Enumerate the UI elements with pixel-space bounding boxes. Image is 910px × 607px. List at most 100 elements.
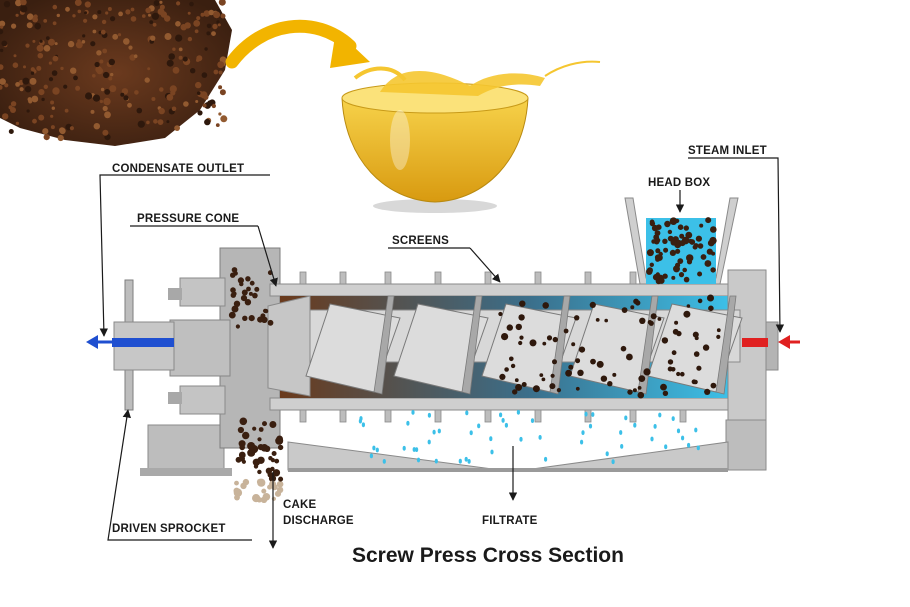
screen-stud <box>434 271 442 285</box>
seed <box>711 251 716 256</box>
seed <box>203 94 209 100</box>
seed <box>677 224 684 230</box>
seed <box>29 77 37 85</box>
seed <box>123 38 130 45</box>
seed <box>204 118 211 126</box>
seed <box>246 286 251 292</box>
seed <box>81 40 86 44</box>
seed <box>151 97 156 101</box>
seed <box>109 85 117 93</box>
seed <box>196 58 200 62</box>
drop <box>415 447 419 452</box>
seed <box>172 47 176 51</box>
seed <box>655 237 661 243</box>
drop <box>658 412 662 418</box>
seed <box>556 388 562 393</box>
seed <box>542 302 549 309</box>
seed <box>196 91 201 95</box>
cake-particle <box>239 444 245 451</box>
seed <box>94 61 100 68</box>
seed <box>175 34 183 42</box>
cake-particle <box>268 456 273 461</box>
seed <box>75 85 81 91</box>
seed <box>649 262 654 267</box>
seed <box>38 114 45 121</box>
seed <box>39 39 43 43</box>
seed <box>51 70 58 76</box>
drop <box>402 445 406 451</box>
seed <box>552 336 558 343</box>
seed <box>52 55 59 62</box>
seed <box>654 230 661 237</box>
seed <box>651 239 656 244</box>
seed <box>710 382 717 389</box>
seed <box>671 350 677 356</box>
seed <box>655 248 661 254</box>
drop <box>538 435 542 440</box>
seed <box>0 85 3 90</box>
seed <box>704 260 712 267</box>
label-filtrate: FILTRATE <box>482 515 538 527</box>
cake-particle <box>260 444 269 452</box>
seed <box>218 70 223 75</box>
seed <box>43 19 48 23</box>
seed <box>242 315 248 321</box>
seed <box>699 223 704 228</box>
seed <box>22 77 30 85</box>
seed <box>157 119 164 125</box>
seed <box>620 345 627 352</box>
seed <box>539 373 544 377</box>
seed <box>120 92 125 97</box>
seed <box>182 56 188 62</box>
label-discharge: DISCHARGE <box>283 515 354 527</box>
seed <box>84 1 91 8</box>
seed <box>1 113 9 120</box>
seed <box>24 86 32 93</box>
cake-particle <box>252 426 257 431</box>
seed <box>568 364 574 370</box>
seed <box>130 7 135 12</box>
seed <box>632 388 637 393</box>
cake-particle <box>278 476 284 482</box>
seed <box>92 74 96 78</box>
seed <box>235 324 240 329</box>
seed <box>515 383 523 391</box>
seed <box>50 100 55 105</box>
cake-particle <box>258 427 264 432</box>
seed <box>716 334 721 339</box>
seed <box>48 38 55 46</box>
seed <box>183 101 189 107</box>
seed <box>75 41 83 49</box>
seed <box>649 220 656 227</box>
seed-pile <box>0 0 232 146</box>
seed <box>529 339 537 347</box>
flight-edge <box>373 295 395 395</box>
seed <box>682 267 687 273</box>
seed <box>144 77 150 83</box>
seed <box>137 120 145 128</box>
seed <box>153 119 158 124</box>
seed <box>267 319 274 326</box>
seed <box>213 69 219 75</box>
seed <box>212 23 218 30</box>
seed <box>510 363 516 369</box>
seed <box>175 21 181 27</box>
seed <box>37 52 44 59</box>
seed <box>549 383 556 390</box>
seed <box>90 41 96 47</box>
screen-stud <box>339 409 347 423</box>
seed <box>102 48 108 54</box>
seed <box>65 6 70 12</box>
seed <box>532 385 540 393</box>
cake-particle <box>240 482 247 490</box>
seed <box>19 87 24 92</box>
drop <box>501 418 505 423</box>
seed <box>501 333 509 341</box>
seed <box>612 372 617 377</box>
seed <box>195 81 202 89</box>
seed <box>509 356 514 362</box>
cake-particle <box>235 456 242 463</box>
drop <box>372 445 376 451</box>
seed <box>207 100 214 106</box>
